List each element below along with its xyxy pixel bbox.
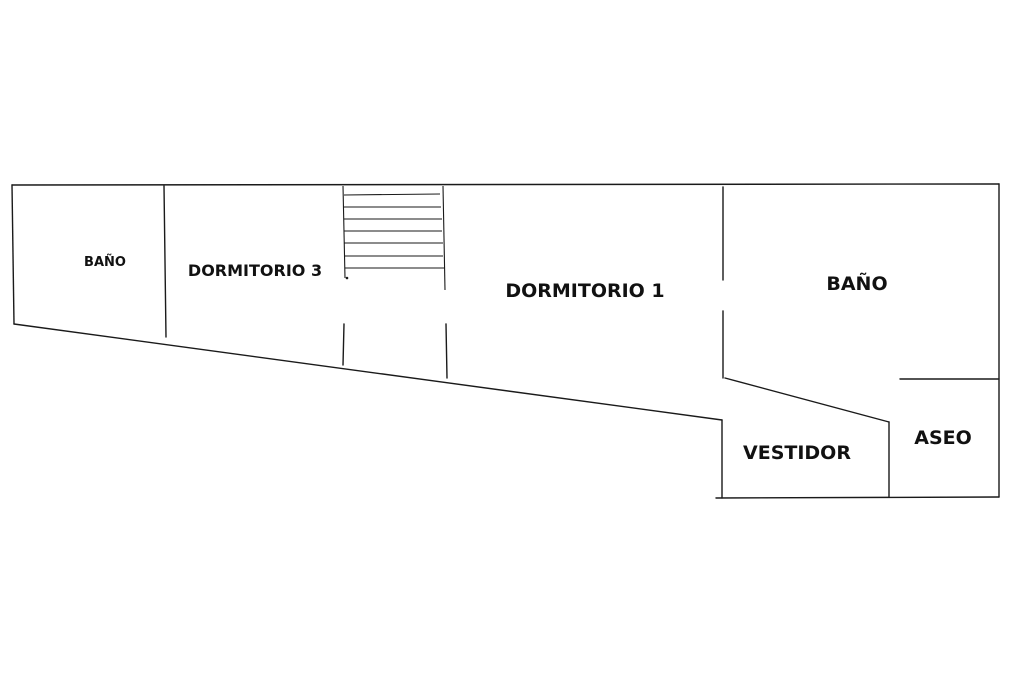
stair-right-edge (442, 185, 446, 291)
staircase (342, 185, 446, 291)
room-label-bano-small: BAÑO (84, 254, 126, 270)
room-label-vestidor: VESTIDOR (743, 442, 851, 464)
room-label-aseo: ASEO (914, 427, 972, 449)
bottom-wall (715, 496, 1000, 499)
left-wall (11, 184, 15, 325)
wall-bano-dormitorio3 (163, 185, 167, 338)
room-label-bano-large: BAÑO (826, 271, 887, 295)
outer-walls (11, 183, 1000, 499)
wall-bano-vestidor-slant (724, 377, 890, 423)
wall-dormitorio3-stairs-lower (342, 323, 345, 366)
room-labels: BAÑO DORMITORIO 3 DORMITORIO 1 BAÑO VEST… (84, 254, 972, 464)
wall-stairs-dormitorio1-lower (445, 323, 448, 379)
top-wall (11, 183, 1000, 186)
room-label-dormitorio-3: DORMITORIO 3 (188, 261, 322, 280)
room-label-dormitorio-1: DORMITORIO 1 (505, 280, 664, 302)
stair-step (343, 193, 441, 196)
slanted-bottom-wall (13, 323, 723, 421)
stair-left-edge (342, 185, 346, 279)
stair-dot (345, 276, 349, 280)
interior-walls (163, 185, 1000, 498)
